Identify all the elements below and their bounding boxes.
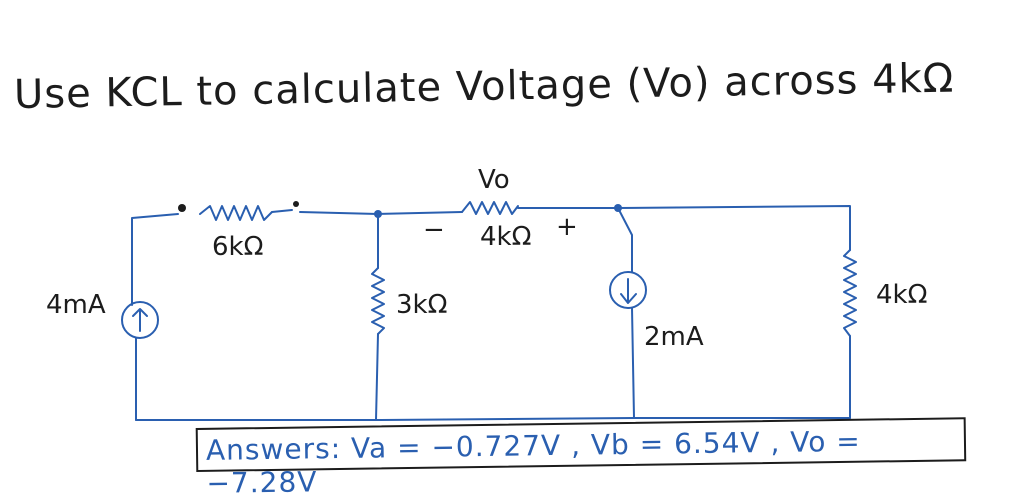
label-4k-right: 4kΩ: [876, 280, 928, 310]
node-dot-b: [614, 204, 622, 212]
current-source-4ma: [121, 301, 159, 339]
answer-box: Answers: Va = −0.727V , Vb = 6.54V , Vo …: [195, 417, 967, 500]
label-vo: Vo: [478, 165, 510, 195]
resistor-3k: [371, 267, 385, 335]
arrow-down-2ma: [620, 278, 637, 304]
resistor-4k-mid: [461, 201, 519, 215]
wire-node-a-to-4k: [377, 211, 463, 215]
current-source-2ma: [609, 271, 647, 309]
wire-6k-to-node-a: [271, 209, 379, 215]
wire-top-left: [131, 213, 179, 306]
label-minus: −: [423, 215, 445, 245]
wire-node-b-down: [617, 207, 633, 273]
label-4ma: 4mA: [46, 290, 106, 320]
resistor-6k: [199, 205, 273, 221]
answer-text: Answers: Va = −0.727V , Vb = 6.54V , Vo …: [205, 424, 861, 500]
node-dot-a: [374, 210, 382, 218]
label-2ma: 2mA: [644, 322, 704, 352]
wire-top-right: [617, 205, 851, 251]
node-dot-right-6k: [293, 201, 299, 207]
wire-3k-down: [375, 333, 379, 421]
label-4k-mid: 4kΩ: [480, 222, 532, 252]
label-6k: 6kΩ: [212, 232, 264, 262]
resistor-4k-right: [843, 249, 857, 337]
wire-bottom: [135, 417, 851, 421]
label-3k: 3kΩ: [396, 290, 448, 320]
label-plus: +: [556, 212, 578, 242]
wire-2ma-down: [631, 307, 635, 419]
arrow-up-4ma: [132, 308, 148, 332]
node-dot-left-6k: [178, 204, 186, 212]
